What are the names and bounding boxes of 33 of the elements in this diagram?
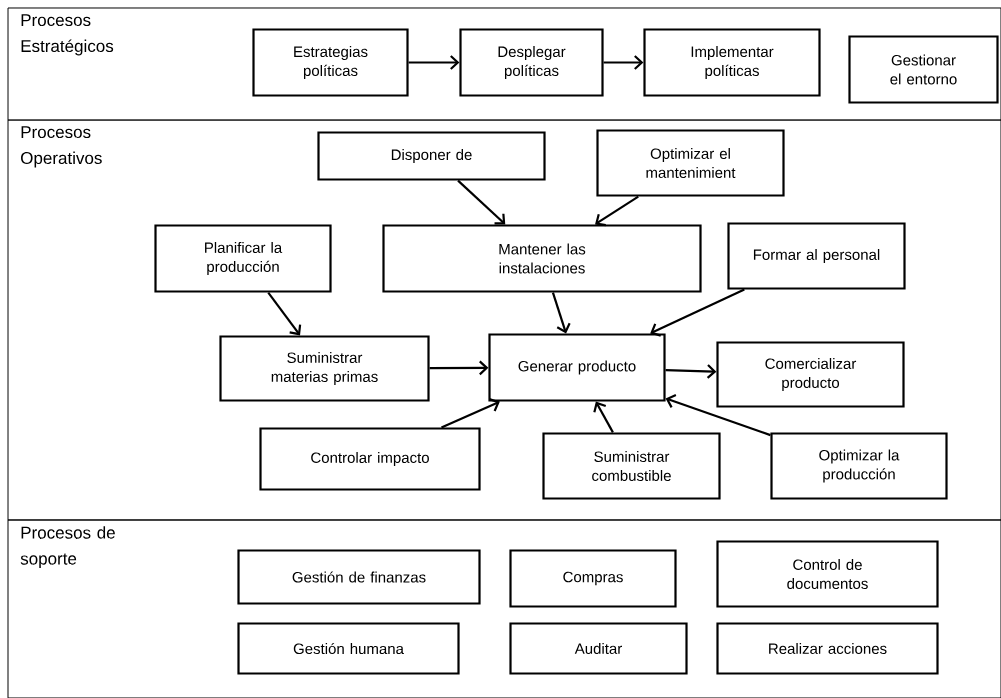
process-box: Estrategias políticas bbox=[252, 28, 409, 97]
arrow bbox=[595, 195, 639, 227]
process-box: Suministrar combustible bbox=[542, 432, 721, 500]
process-box: Comercializar producto bbox=[716, 341, 905, 408]
arrow bbox=[408, 55, 460, 70]
process-box: Desplegar políticas bbox=[459, 28, 604, 97]
process-box: Suministrar materias primas bbox=[219, 335, 430, 402]
arrow bbox=[551, 292, 571, 334]
arrow bbox=[441, 398, 500, 429]
process-box: Controlar impacto bbox=[259, 427, 481, 491]
process-box: Control de documentos bbox=[716, 540, 939, 608]
process-box: Auditar bbox=[509, 622, 688, 675]
arrow bbox=[665, 364, 717, 379]
process-box: Formar al personal bbox=[727, 222, 906, 290]
process-box: Planificar la producción bbox=[154, 224, 332, 293]
arrow bbox=[267, 291, 302, 336]
process-box: Implementar políticas bbox=[643, 28, 821, 97]
process-box: Gestión humana bbox=[237, 622, 460, 675]
process-box: Disponer de bbox=[317, 131, 546, 181]
arrow bbox=[665, 394, 771, 437]
arrow bbox=[429, 360, 489, 376]
process-box: Generar producto bbox=[488, 333, 666, 402]
process-box: Gestionar el entorno bbox=[848, 35, 999, 104]
arrow bbox=[457, 179, 506, 225]
process-box: Optimizar el mantenimient bbox=[596, 129, 785, 197]
arrow bbox=[603, 55, 644, 70]
process-box: Realizar acciones bbox=[716, 622, 939, 675]
process-box: Optimizar la producción bbox=[770, 432, 948, 500]
process-box: Mantener las instalaciones bbox=[382, 224, 702, 293]
arrow bbox=[650, 288, 745, 337]
arrow bbox=[593, 401, 614, 433]
process-box: Gestión de finanzas bbox=[237, 549, 481, 605]
process-box: Compras bbox=[509, 549, 677, 608]
